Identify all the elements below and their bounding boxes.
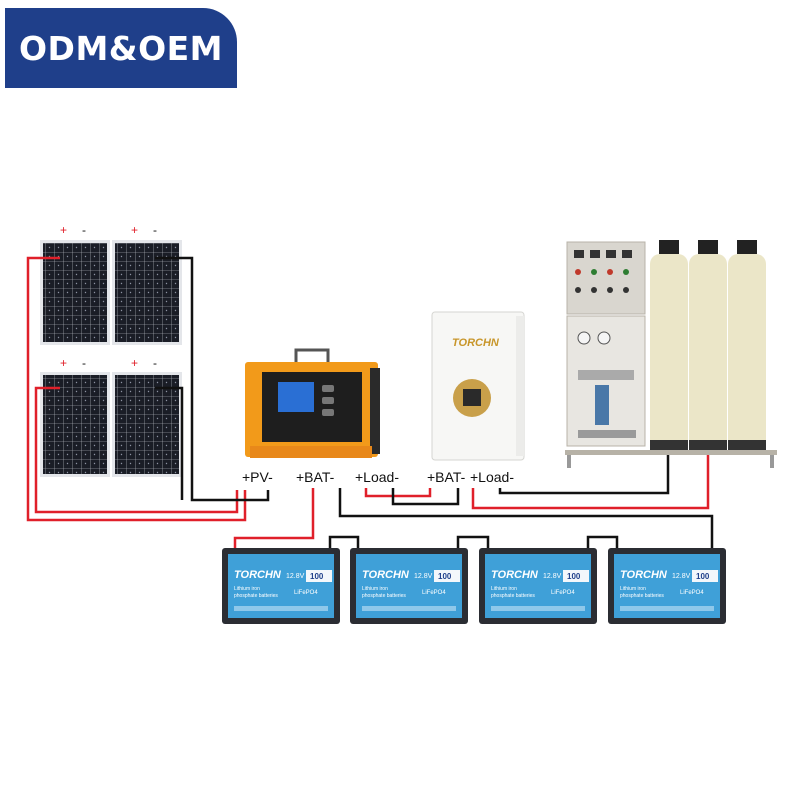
solar-panel — [40, 372, 110, 477]
panel-plus-mark: + — [60, 223, 67, 237]
battery-line2: phosphate batteries — [234, 593, 278, 599]
battery-voltage: 12.8V — [672, 573, 691, 580]
solar-panel-array — [40, 240, 182, 477]
filter-tank — [650, 240, 688, 450]
inverter-bat-terminal-label: +BAT- — [427, 469, 466, 485]
filter-tank — [728, 240, 766, 450]
panel-polarity-marks: + - + - + - + - — [60, 223, 157, 370]
battery-bank: TORCHN 12.8V 100 Lithium iron phosphate … — [222, 548, 726, 624]
panel-plus-mark: + — [131, 356, 138, 370]
panel-minus-mark: - — [82, 356, 86, 370]
panel-plus-mark: + — [131, 223, 138, 237]
battery-line1: Lithium iron — [362, 586, 388, 592]
lifepo4-battery: TORCHN 12.8V 100 Lithium iron phosphate … — [222, 548, 340, 624]
battery-capacity: 100 — [567, 572, 581, 581]
battery-chemistry: LiFePO4 — [294, 590, 318, 596]
battery-line1: Lithium iron — [491, 586, 517, 592]
controller-lcd-screen — [278, 382, 314, 412]
solar-panel — [112, 240, 182, 345]
charge-controller — [245, 348, 380, 458]
battery-brand: TORCHN — [362, 569, 410, 581]
panel-minus-mark: - — [153, 223, 157, 237]
panel-minus-mark: - — [153, 356, 157, 370]
battery-chemistry: LiFePO4 — [551, 590, 575, 596]
controller-bat-terminal-label: +BAT- — [296, 469, 335, 485]
panel-plus-mark: + — [60, 356, 67, 370]
battery-line2: phosphate batteries — [620, 593, 664, 599]
battery-capacity: 100 — [310, 572, 324, 581]
banner-text: ODM&OEM — [19, 28, 223, 68]
odm-oem-banner: ODM&OEM — [5, 8, 237, 88]
battery-line1: Lithium iron — [234, 586, 260, 592]
lifepo4-battery: TORCHN 12.8V 100 Lithium iron phosphate … — [608, 548, 726, 624]
inverter: TORCHN — [431, 311, 525, 461]
battery-chemistry: LiFePO4 — [422, 590, 446, 596]
battery-brand: TORCHN — [620, 569, 668, 581]
controller-load-terminal-label: +Load- — [355, 469, 399, 485]
panel-minus-mark: - — [82, 223, 86, 237]
water-treatment-system — [565, 240, 777, 468]
battery-brand: TORCHN — [491, 569, 539, 581]
battery-brand: TORCHN — [234, 569, 282, 581]
battery-voltage: 12.8V — [543, 573, 562, 580]
solar-panel — [40, 240, 110, 345]
filter-tank — [689, 240, 727, 450]
battery-chemistry: LiFePO4 — [680, 590, 704, 596]
pv-terminal-label: +PV- — [242, 469, 273, 485]
lifepo4-battery: TORCHN 12.8V 100 Lithium iron phosphate … — [479, 548, 597, 624]
lifepo4-battery: TORCHN 12.8V 100 Lithium iron phosphate … — [350, 548, 468, 624]
battery-voltage: 12.8V — [414, 573, 433, 580]
terminal-labels: +PV- +BAT- +Load- +BAT- +Load- — [242, 469, 514, 485]
battery-voltage: 12.8V — [286, 573, 305, 580]
solar-panel — [112, 372, 182, 477]
wiring — [26, 256, 714, 548]
battery-line2: phosphate batteries — [362, 593, 406, 599]
inverter-brand: TORCHN — [452, 337, 500, 349]
inverter-load-terminal-label: +Load- — [470, 469, 514, 485]
battery-line2: phosphate batteries — [491, 593, 535, 599]
battery-capacity: 100 — [438, 572, 452, 581]
battery-capacity: 100 — [696, 572, 710, 581]
battery-line1: Lithium iron — [620, 586, 646, 592]
